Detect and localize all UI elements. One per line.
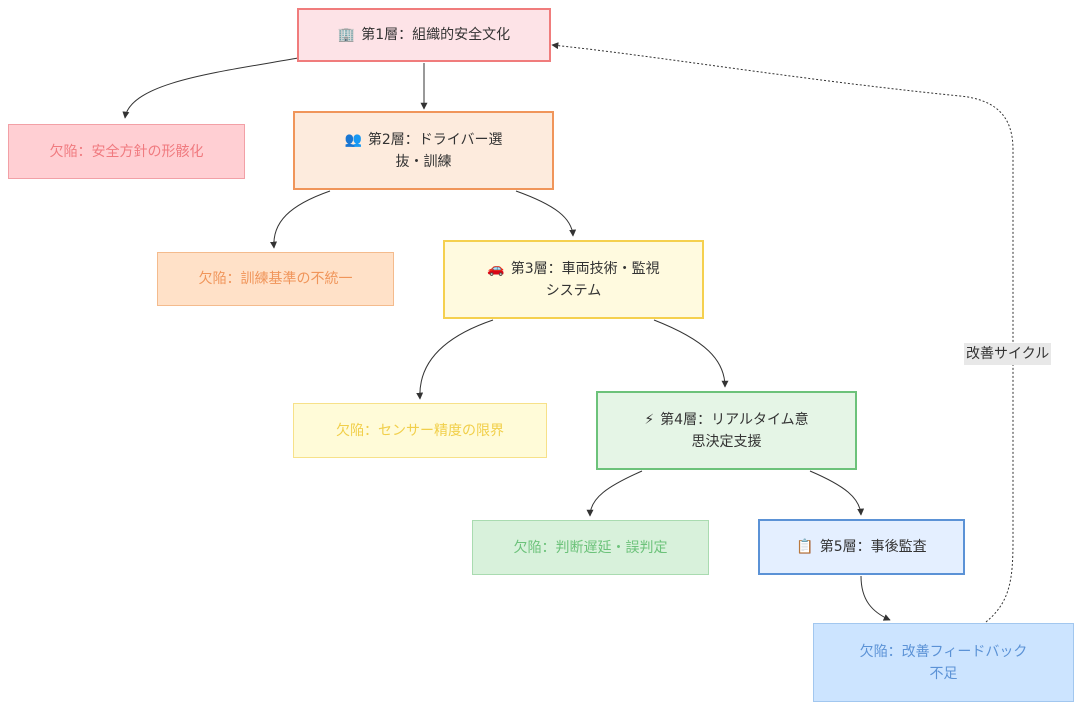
defect-2-label: 欠陥：訓練基準の不統一	[198, 271, 353, 287]
layer-3-node[interactable]: 🚗 第3層：車両技術・監視 システム	[443, 240, 704, 319]
lightning-icon: ⚡	[644, 411, 655, 428]
layer-5-node[interactable]: 📋 第5層：事後監査	[758, 519, 965, 575]
layer-5-label: 第5層：事後監査	[819, 539, 927, 555]
layer-4-label-line2: 思決定支援	[691, 433, 762, 450]
layer-3-label-line1: 第3層：車両技術・監視	[510, 260, 660, 277]
layer-2-label-line1: 第2層：ドライバー選	[367, 131, 503, 148]
building-icon: 🏢	[337, 27, 356, 43]
layer-3-label-line2: システム	[545, 282, 602, 299]
edge-label-improvement-cycle: 改善サイクル	[964, 343, 1052, 365]
clipboard-icon: 📋	[796, 539, 814, 555]
edge-l1-to-d1	[122, 57, 299, 119]
defect-5-label-line2: 不足	[929, 665, 958, 682]
defect-3-node[interactable]: 欠陥：センサー精度の限界	[293, 403, 547, 458]
defect-5-node[interactable]: 欠陥：改善フィードバック 不足	[813, 623, 1074, 702]
edge-cycle-d5-to-l1	[551, 42, 1014, 623]
defect-1-label: 欠陥：安全方針の形骸化	[49, 143, 204, 160]
edge-l3-to-l4	[653, 319, 729, 388]
people-icon: 👥	[344, 131, 362, 148]
defect-1-node[interactable]: 欠陥：安全方針の形骸化	[8, 124, 245, 179]
defect-5-label-line1: 欠陥：改善フィードバック	[859, 643, 1028, 660]
layer-1-label: 第1層：組織的安全文化	[361, 27, 511, 43]
defect-2-node[interactable]: 欠陥：訓練基準の不統一	[157, 252, 394, 306]
edge-l5-to-d5	[860, 575, 891, 621]
edge-l2-to-l3	[515, 190, 577, 237]
defect-3-label: 欠陥：センサー精度の限界	[336, 422, 504, 439]
edge-l2-to-d2	[270, 190, 331, 249]
edge-l3-to-d3	[416, 319, 494, 400]
edge-l4-to-l5	[809, 470, 865, 516]
defect-4-label: 欠陥：判断遅延・誤判定	[513, 539, 668, 556]
defect-4-node[interactable]: 欠陥：判断遅延・誤判定	[472, 520, 709, 575]
layer-1-node[interactable]: 🏢 第1層：組織的安全文化	[297, 8, 551, 62]
layer-2-label-line2: 抜・訓練	[395, 153, 452, 170]
layer-4-node[interactable]: ⚡ 第4層：リアルタイム意 思決定支援	[596, 391, 857, 470]
car-icon: 🚗	[487, 260, 505, 277]
edge-l4-to-d4	[586, 470, 643, 517]
layer-4-label-line1: 第4層：リアルタイム意	[660, 411, 809, 428]
layer-2-node[interactable]: 👥 第2層：ドライバー選 抜・訓練	[293, 111, 554, 190]
